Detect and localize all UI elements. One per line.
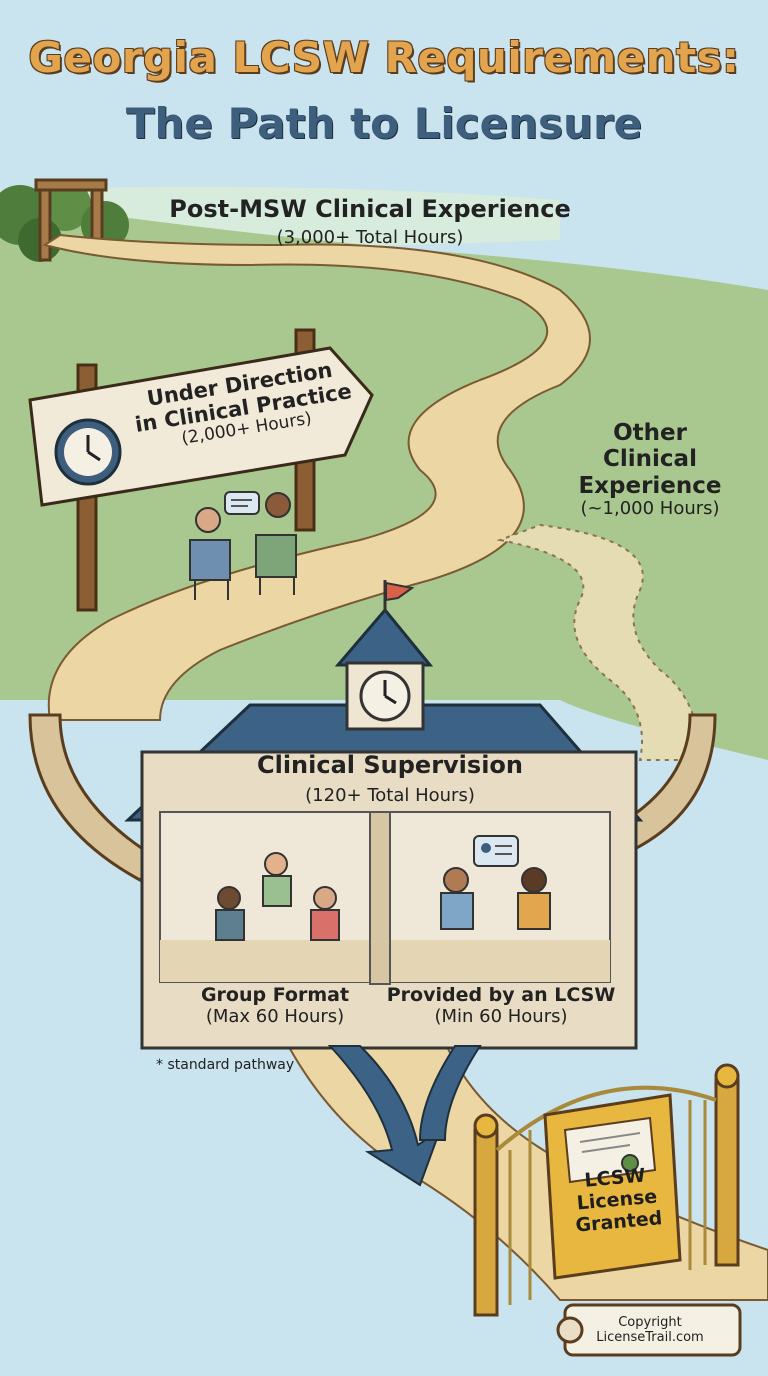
other-hours: (~1,000 Hours) (560, 499, 740, 520)
speech-bubble-icon (225, 492, 259, 514)
copyright-line-2: LicenseTrail.com (570, 1331, 730, 1346)
title-line-2: The Path to Licensure (0, 100, 768, 148)
supervision-label: Clinical Supervision (160, 752, 620, 780)
other-experience-text: Other Clinical Experience (~1,000 Hours) (560, 420, 740, 520)
group-format-text: Group Format (Max 60 Hours) (170, 985, 380, 1028)
copyright-text: Copyright LicenseTrail.com (570, 1316, 730, 1346)
provided-by-lcsw-label: Provided by an LCSW (386, 985, 616, 1007)
footnote: * standard pathway (156, 1057, 326, 1073)
other-line-1: Other (560, 420, 740, 446)
group-format-hours: (Max 60 Hours) (170, 1007, 380, 1028)
clock-icon (361, 672, 409, 720)
clock-icon (56, 420, 120, 484)
post-msw-hours: (3,000+ Total Hours) (110, 228, 630, 249)
other-line-2: Clinical (560, 446, 740, 472)
provided-by-lcsw-hours: (Min 60 Hours) (386, 1007, 616, 1028)
supervision-hours: (120+ Total Hours) (160, 786, 620, 807)
group-format-label: Group Format (170, 985, 380, 1007)
post-msw-label: Post-MSW Clinical Experience (110, 196, 630, 224)
title-line-1: Georgia LCSW Requirements: (0, 34, 768, 82)
license-granted-text: LCSW License Granted (549, 1162, 684, 1239)
provided-by-lcsw-text: Provided by an LCSW (Min 60 Hours) (386, 985, 616, 1028)
other-line-3: Experience (560, 473, 740, 499)
speech-bubble-icon (474, 836, 518, 866)
partition-wall (370, 812, 390, 984)
copyright-line-1: Copyright (570, 1316, 730, 1331)
